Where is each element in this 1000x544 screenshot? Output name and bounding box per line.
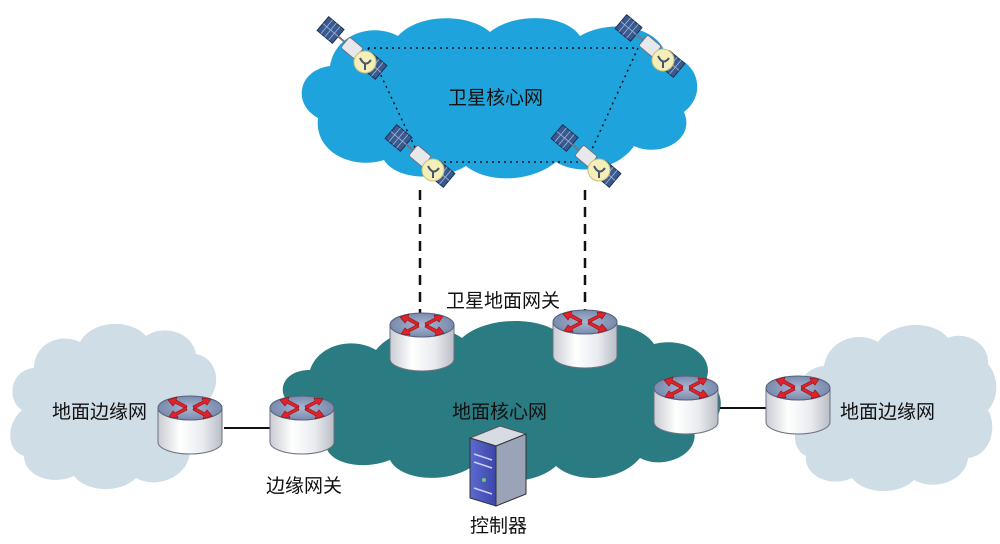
edge-network-router-icon bbox=[765, 375, 831, 435]
satellite-core-label: 卫星核心网 bbox=[448, 87, 543, 109]
edge-gateway-label: 边缘网关 bbox=[266, 475, 342, 497]
right-edge-cloud bbox=[794, 324, 997, 492]
sat-ground-gateway-label: 卫星地面网关 bbox=[446, 290, 560, 312]
sat-ground-gateway-router-icon bbox=[389, 312, 455, 372]
edge-network-router-icon bbox=[157, 395, 223, 455]
controller-server-icon bbox=[468, 425, 528, 507]
ground-core-label: 地面核心网 bbox=[452, 401, 547, 423]
left-edge-network-label: 地面边缘网 bbox=[52, 401, 147, 423]
controller-label: 控制器 bbox=[470, 515, 527, 537]
sat-ground-gateway-router-icon bbox=[552, 309, 618, 369]
satellite-gateway-links bbox=[418, 190, 587, 320]
ground-links bbox=[224, 407, 768, 429]
core-router-icon bbox=[653, 375, 719, 435]
inter-satellite-links bbox=[367, 47, 639, 163]
edge-gateway-router-icon bbox=[269, 395, 335, 455]
right-edge-network-label: 地面边缘网 bbox=[840, 401, 935, 423]
